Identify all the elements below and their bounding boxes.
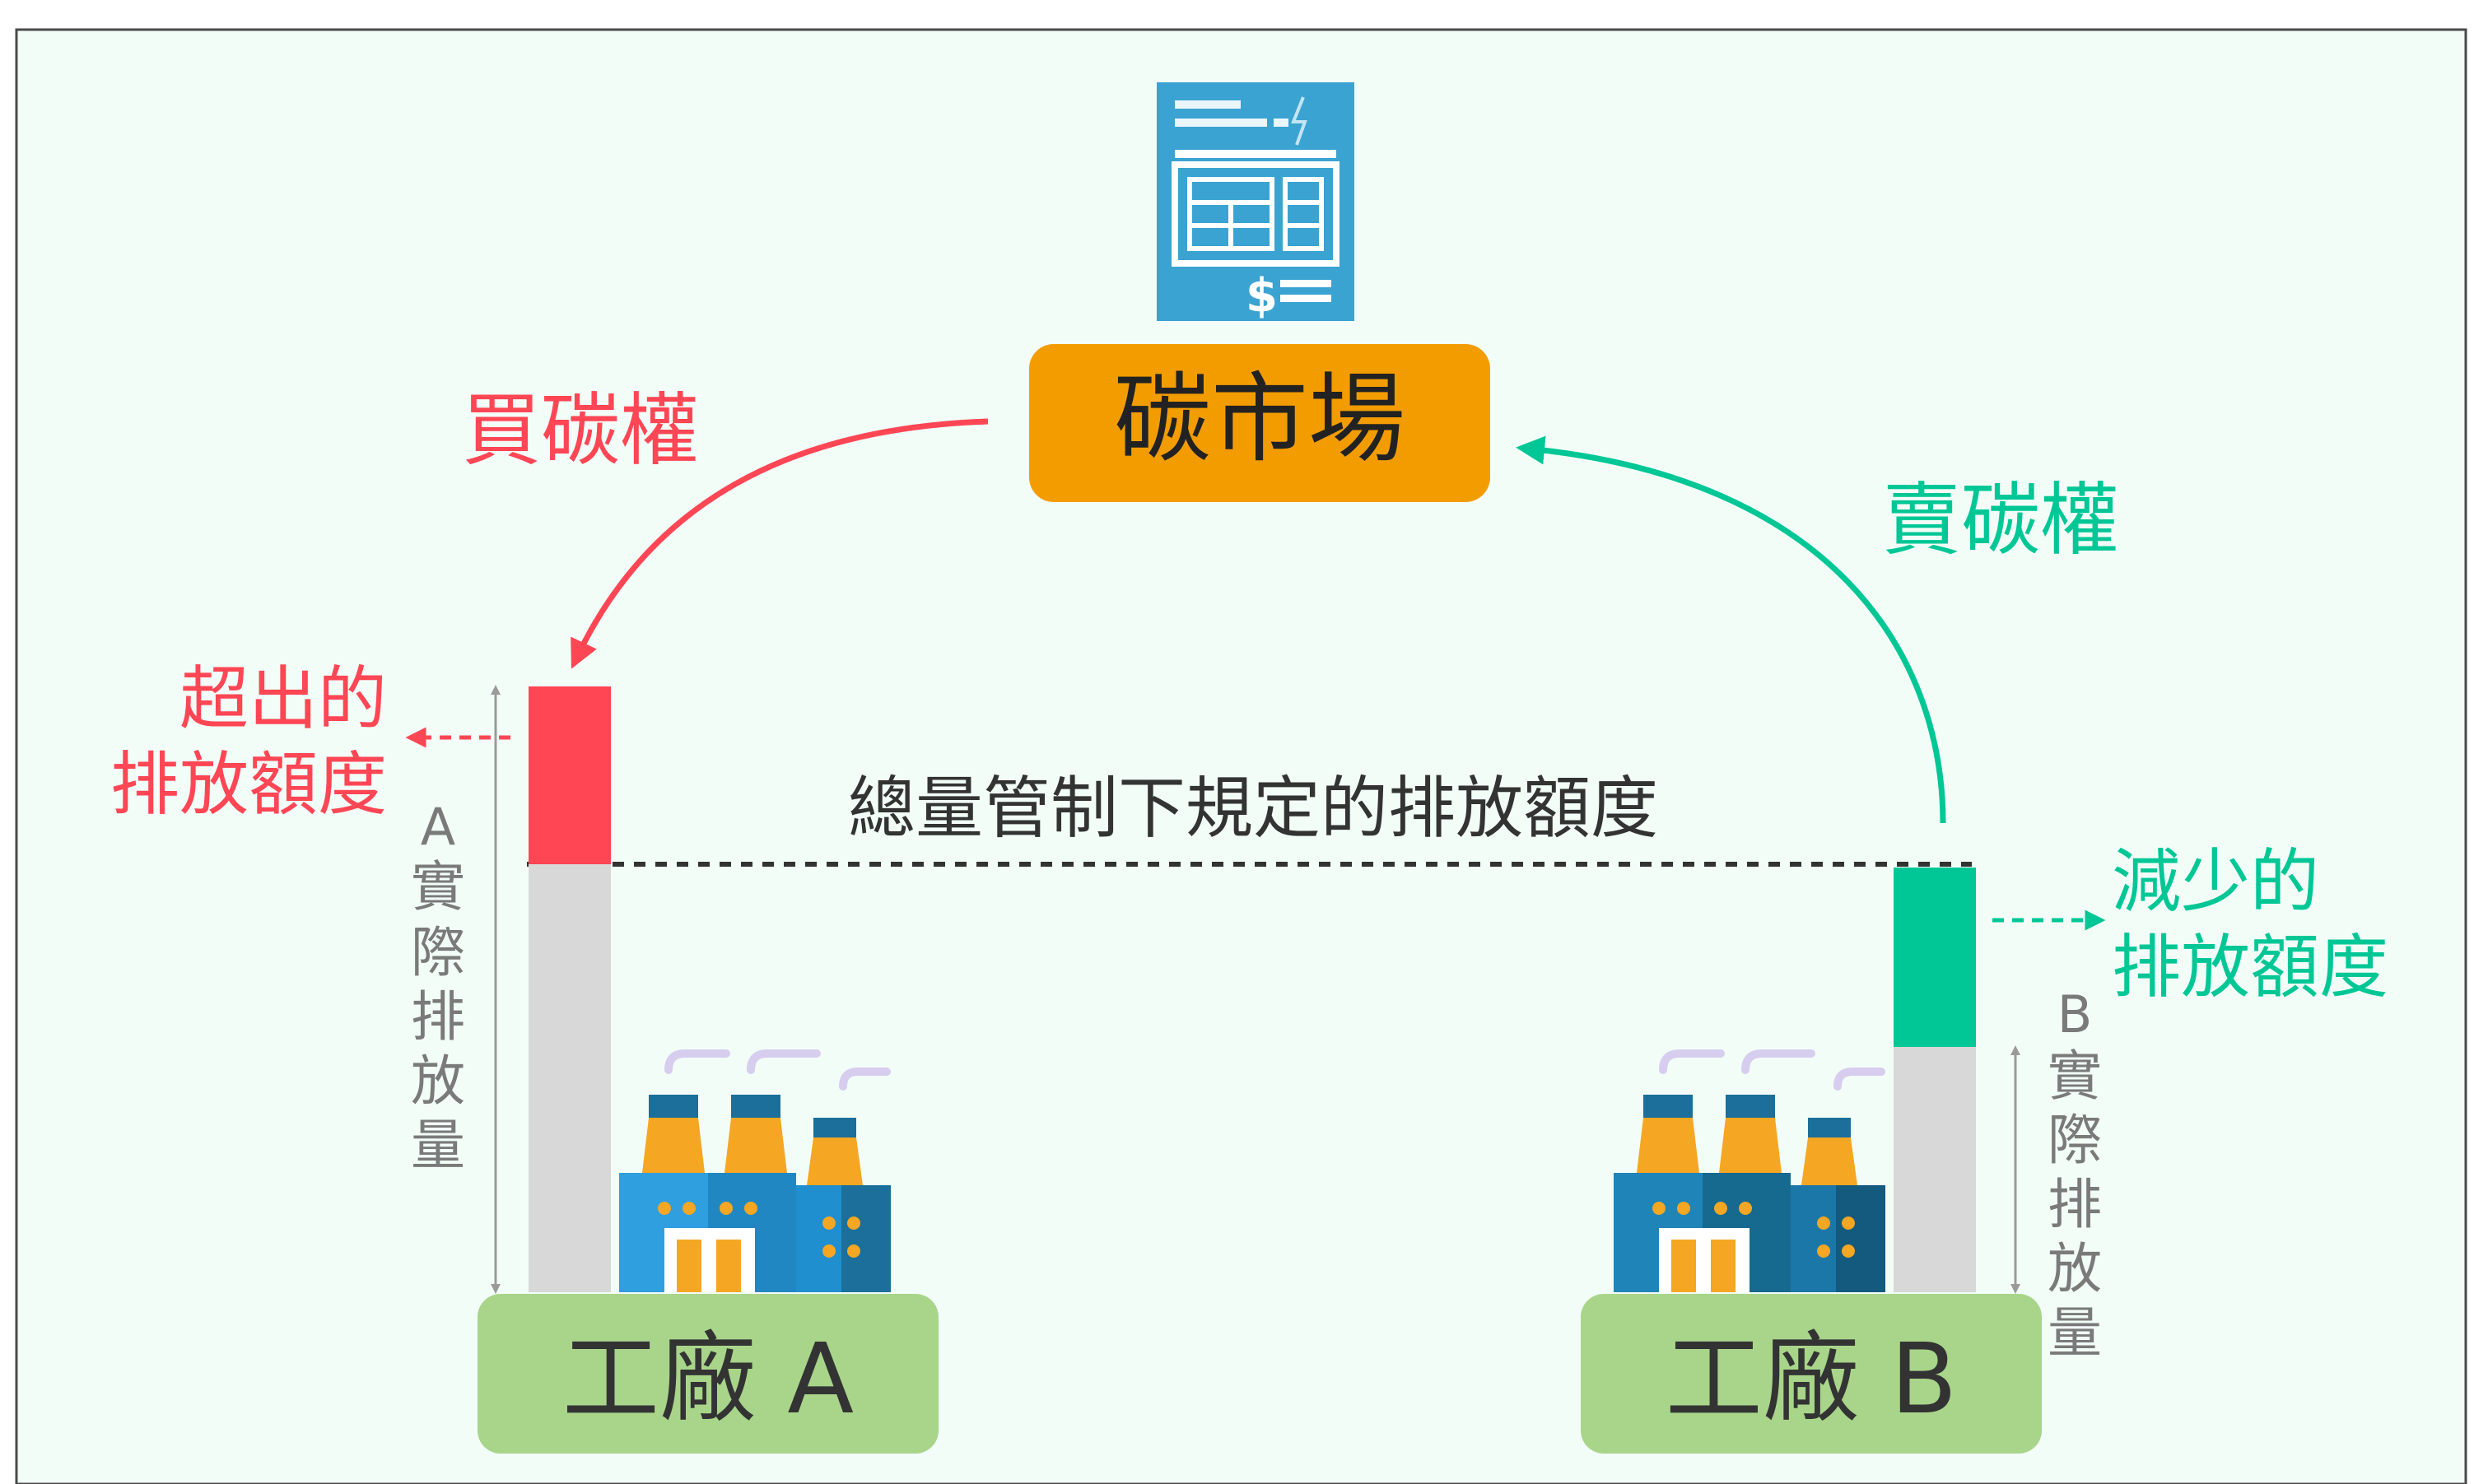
factory-b-reduced-bar [1894,868,1976,1047]
carbon-market-box [1029,344,1490,502]
factory-b-caption-char: 際 [2048,1109,2102,1172]
factory-a-caption-char: 實 [411,855,465,919]
sell-carbon-label: 賣碳權 [1882,474,2119,566]
factory-b-caption-bg [2032,984,2106,1371]
factory-b-caption-char: 實 [2048,1044,2102,1108]
buy-carbon-label: 買碳權 [462,384,699,477]
factory-b-icon [1614,1049,1885,1292]
factory-a-excess-label-line1: 超出的 [179,658,387,739]
factory-b-bar-letter: B [2057,984,2093,1044]
factory-b-box [1581,1294,2042,1454]
factory-a-caption-bg [407,798,481,1185]
factory-a-label: 工廠 A [562,1322,854,1435]
factory-a-box [478,1294,939,1454]
sell-arrow [1516,435,1946,824]
factory-a-caption-char: 際 [411,921,465,984]
price-document-icon: $ [1157,82,1354,323]
factory-a-excess-bar [529,686,611,864]
factory-a-caption-char: 放 [411,1049,465,1113]
factory-b-bar-base [1894,1047,1976,1292]
factory-b-reduced-label-line2: 排放額度 [2112,927,2388,1007]
svg-text:$: $ [1246,269,1278,323]
factory-b-label: 工廠 B [1666,1322,1957,1435]
factory-a-caption-char: 排 [411,985,465,1049]
factory-b-reduced-label-line1: 減少的 [2112,841,2319,922]
factory-b-caption-char: 量 [2048,1301,2102,1365]
carbon-market-label: 碳市場 [1114,362,1405,476]
factory-a-excess-label-line2: 排放額度 [110,744,387,825]
factory-a-bar-letter: A [421,797,455,857]
cap-label: 總量管制下規定的排放額度 [848,770,1658,848]
factory-b-caption-char: 排 [2048,1173,2102,1236]
factory-a-bar-base [529,864,611,1292]
factory-a-caption-char: 量 [411,1114,465,1177]
factory-b-caption-char: 放 [2048,1237,2102,1300]
buy-arrow [571,418,989,669]
factory-a-icon [619,1049,891,1292]
